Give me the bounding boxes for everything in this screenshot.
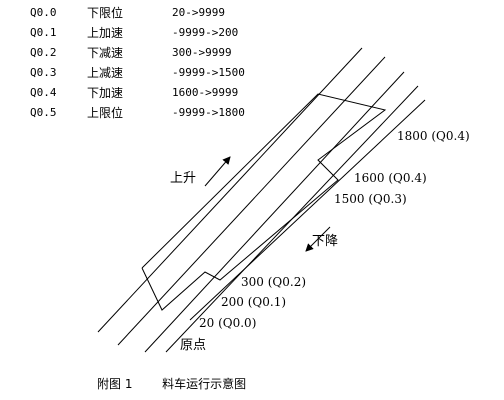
- origin-label: 原点: [180, 338, 206, 353]
- output-description: 下加速: [87, 86, 124, 100]
- output-code: Q0.3: [30, 66, 57, 79]
- output-description: 上加速: [87, 26, 124, 40]
- cart-track-diagram: 上升 下降 原点 1800 (Q0.4) 1600 (Q0.4) 1500 (Q…: [97, 47, 470, 353]
- rail-line: [189, 99, 426, 321]
- output-code: Q0.5: [30, 106, 57, 119]
- rail-line: [144, 71, 405, 353]
- output-range: 1600->9999: [172, 86, 239, 99]
- output-range: -9999->200: [172, 26, 239, 39]
- position-label: 1800 (Q0.4): [397, 129, 470, 143]
- figure-number: 附图 1: [97, 377, 133, 391]
- position-label: 20 (Q0.0): [199, 316, 256, 330]
- up-arrow-icon: [204, 156, 231, 187]
- figure-caption: 附图 1 料车运行示意图: [97, 375, 246, 392]
- down-arrow-icon: [305, 226, 331, 252]
- output-description: 上减速: [87, 66, 124, 80]
- output-code: Q0.0: [30, 6, 57, 19]
- output-code: Q0.2: [30, 46, 57, 59]
- output-description: 下限位: [87, 6, 124, 20]
- output-code: Q0.4: [30, 86, 57, 99]
- output-range: -9999->1500: [172, 66, 245, 79]
- output-range: 300->9999: [172, 46, 232, 59]
- output-code: Q0.1: [30, 26, 57, 39]
- output-range: -9999->1800: [172, 106, 245, 119]
- rail-line: [97, 47, 363, 333]
- output-description: 上限位: [87, 106, 124, 120]
- position-label: 1500 (Q0.3): [334, 192, 407, 206]
- position-label: 200 (Q0.1): [221, 295, 286, 309]
- up-label: 上升: [170, 171, 196, 186]
- position-label: 300 (Q0.2): [241, 275, 306, 289]
- output-description: 下减速: [87, 46, 124, 60]
- position-label: 1600 (Q0.4): [354, 171, 427, 185]
- figure-title: 料车运行示意图: [162, 377, 247, 391]
- down-label: 下降: [312, 234, 338, 249]
- rail-line: [117, 56, 386, 346]
- switch-track: [141, 93, 387, 311]
- switch-outline: [141, 93, 387, 311]
- output-range: 20->9999: [172, 6, 225, 19]
